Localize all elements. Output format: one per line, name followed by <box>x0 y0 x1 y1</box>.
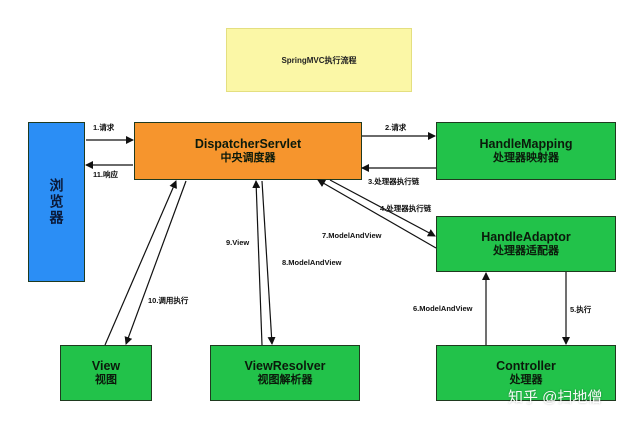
view-name: View <box>91 359 121 374</box>
view-resolver-node: ViewResolver 视图解析器 <box>210 345 360 401</box>
diagram-title-note: SpringMVC执行流程 <box>226 28 412 92</box>
label-3-chain: 3.处理器执行链 <box>368 177 420 186</box>
label-1-request: 1.请求 <box>93 123 115 132</box>
label-8-modelandview: 8.ModelAndView <box>282 258 342 267</box>
arrow-7-modelandview <box>317 179 437 249</box>
arrow-view-return <box>104 180 177 346</box>
controller-node: Controller 处理器 <box>436 345 616 401</box>
arrow-4-chain <box>329 179 436 237</box>
handle-adaptor-name: HandleAdaptor <box>481 230 571 245</box>
handle-mapping-cn: 处理器映射器 <box>493 151 559 164</box>
label-6-modelandview: 6.ModelAndView <box>413 304 473 313</box>
controller-name: Controller <box>496 359 556 374</box>
label-10-invoke: 10.调用执行 <box>148 296 189 305</box>
arrow-10-invoke <box>124 180 187 345</box>
view-resolver-cn: 视图解析器 <box>257 373 313 386</box>
label-2-request: 2.请求 <box>385 123 407 132</box>
label-5-execute: 5.执行 <box>570 305 592 314</box>
diagram-title: SpringMVC执行流程 <box>281 55 357 65</box>
label-7-modelandview: 7.ModelAndView <box>322 231 382 240</box>
handle-mapping-name: HandleMapping <box>479 137 573 152</box>
arrow-8-modelandview <box>261 180 276 345</box>
dispatcher-servlet-cn: 中央调度器 <box>220 151 276 164</box>
browser-node: 浏览器 <box>28 122 85 282</box>
label-9-view: 9.View <box>226 238 250 247</box>
dispatcher-servlet-name: DispatcherServlet <box>194 137 302 152</box>
controller-cn: 处理器 <box>509 373 543 386</box>
browser-label: 浏览器 <box>48 178 65 226</box>
view-node: View 视图 <box>60 345 152 401</box>
label-4-chain: 4.处理器执行链 <box>380 204 432 213</box>
arrow-9-view <box>252 180 263 346</box>
watermark: 知乎 @扫地僧 <box>508 389 603 406</box>
handle-mapping-node: HandleMapping 处理器映射器 <box>436 122 616 180</box>
handle-adaptor-cn: 处理器适配器 <box>493 244 559 257</box>
view-resolver-name: ViewResolver <box>244 359 326 374</box>
view-cn: 视图 <box>95 373 117 386</box>
dispatcher-servlet-node: DispatcherServlet 中央调度器 <box>134 122 362 180</box>
handle-adaptor-node: HandleAdaptor 处理器适配器 <box>436 216 616 272</box>
label-11-response: 11.响应 <box>93 170 119 179</box>
